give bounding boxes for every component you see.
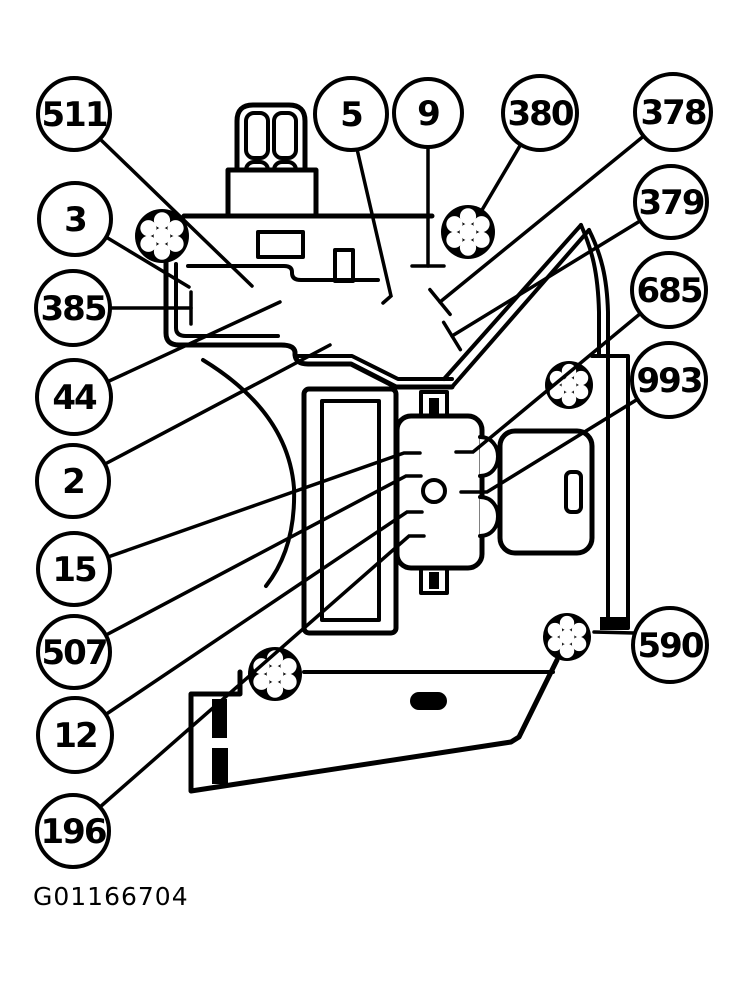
right-bracket xyxy=(590,354,630,630)
side-plate xyxy=(497,428,595,556)
callout-balloon-993: 993 xyxy=(630,341,708,419)
leader-line-2 xyxy=(103,343,332,466)
callout-balloon-9: 9 xyxy=(392,77,464,149)
callout-balloon-511: 511 xyxy=(36,76,112,152)
pan-drain-inner xyxy=(417,697,441,706)
callout-balloon-590: 590 xyxy=(631,606,709,684)
callout-label-5: 5 xyxy=(340,95,362,135)
leader-line-590 xyxy=(592,630,636,635)
callout-balloons: 511 3 385 44 2 15 507 12 196 5 9 380 378 379 685 993 590 xyxy=(34,72,713,869)
callout-balloon-5: 5 xyxy=(313,76,389,152)
callout-label-685: 685 xyxy=(637,271,702,311)
leader-line-511 xyxy=(98,137,254,288)
connector-pins xyxy=(348,404,374,578)
callout-label-15: 15 xyxy=(52,550,96,590)
pan-slot xyxy=(212,699,227,738)
callout-balloon-379: 379 xyxy=(633,164,709,240)
connector-slot xyxy=(244,111,270,160)
oil-pan xyxy=(188,657,560,794)
leader-line-378 xyxy=(438,133,647,304)
callout-label-9: 9 xyxy=(417,94,439,134)
callout-balloon-378: 378 xyxy=(633,72,713,152)
callout-balloon-44: 44 xyxy=(35,358,113,436)
connector-base xyxy=(225,167,319,219)
leader-line-12 xyxy=(103,510,424,717)
connector-slot xyxy=(272,111,298,160)
leader-line-5 xyxy=(355,147,393,305)
callout-label-3: 3 xyxy=(64,200,86,240)
callout-label-2: 2 xyxy=(62,462,84,502)
housing-boss xyxy=(333,248,355,283)
housing-boss xyxy=(256,230,305,259)
callout-label-379: 379 xyxy=(639,183,704,223)
leader-line-379 xyxy=(450,219,642,338)
leader-line-44 xyxy=(105,300,282,384)
callout-balloon-380: 380 xyxy=(501,74,579,152)
callout-label-590: 590 xyxy=(638,626,704,666)
grommet xyxy=(441,205,495,259)
callout-balloon-12: 12 xyxy=(36,696,114,774)
callout-label-12: 12 xyxy=(53,716,96,756)
callout-label-993: 993 xyxy=(637,361,702,401)
leader-line-15 xyxy=(106,451,422,559)
leader-line-3 xyxy=(104,235,191,289)
connector-bore xyxy=(421,478,447,504)
callout-label-511: 511 xyxy=(42,95,107,135)
leader-line-196 xyxy=(98,534,426,809)
solenoid-connector xyxy=(301,386,399,636)
leader-line-993 xyxy=(459,397,640,494)
leader-tbar-378 xyxy=(428,287,452,317)
callout-balloon-15: 15 xyxy=(36,531,112,607)
bracket-foot xyxy=(600,617,628,630)
plate-slot xyxy=(564,470,583,514)
callout-label-380: 380 xyxy=(508,94,574,134)
callout-balloon-2: 2 xyxy=(35,443,111,519)
callout-label-385: 385 xyxy=(41,289,106,329)
leader-line-507 xyxy=(104,474,423,637)
bell-housing-arc xyxy=(201,358,297,588)
figure-number: G01166704 xyxy=(33,882,189,911)
callout-label-378: 378 xyxy=(641,93,706,133)
callout-balloon-196: 196 xyxy=(35,793,111,869)
callout-label-44: 44 xyxy=(52,378,97,418)
grommet xyxy=(135,209,189,263)
callout-balloon-3: 3 xyxy=(37,181,113,257)
leader-lines xyxy=(98,133,647,809)
leader-line-685 xyxy=(454,311,643,454)
callout-balloon-385: 385 xyxy=(34,269,112,347)
callout-label-196: 196 xyxy=(41,812,106,852)
callout-balloon-507: 507 xyxy=(36,614,112,690)
leader-tbar-379 xyxy=(441,320,463,352)
top-connector xyxy=(225,102,319,219)
callout-balloon-685: 685 xyxy=(630,251,708,329)
leader-line-380 xyxy=(480,142,523,212)
callout-label-507: 507 xyxy=(42,633,107,673)
pan-slot xyxy=(212,748,228,784)
grommet xyxy=(543,613,591,661)
